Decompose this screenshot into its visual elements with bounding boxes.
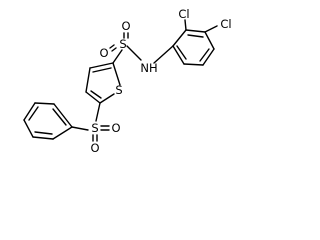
atom-label-sulfone-o-right: O [111, 121, 120, 135]
bond-ring-b-4 [23, 102, 36, 121]
bond-thio-3 [85, 67, 91, 93]
bond-ring-b-1 [52, 126, 73, 140]
atom-label-sulfone-s: S [91, 121, 98, 135]
bond-ring-b-2 [32, 136, 54, 140]
bond-ring-b-5 [34, 102, 55, 105]
bonds [23, 19, 218, 142]
atom-label-cl-ortho: Cl [178, 7, 189, 21]
bond-c-cl-ortho [184, 19, 187, 31]
bond-ring-a-6 [172, 45, 185, 65]
atom-label-sulfone-o-bottom: O [90, 141, 99, 155]
bond-ring-a-2 [185, 29, 206, 33]
bond-thio-sulfone [95, 102, 101, 122]
bond-sulfone-phenyl [71, 126, 89, 131]
bond-ring-a-3 [204, 31, 215, 50]
atom-label-sulfonamide-o-bottom: O [99, 46, 108, 60]
bond-thio-1 [112, 62, 121, 86]
atom-labels: O O S NH S S O O Cl Cl [90, 7, 231, 155]
bond-s-o-bottom-2 [111, 47, 117, 52]
bond-thio-4 [85, 91, 101, 104]
bond-thio-4-inner [90, 90, 102, 99]
bond-ring-a-6-inner [176, 45, 187, 60]
bond-ring-b-4-inner [28, 106, 39, 121]
bond-n-aryl [153, 45, 174, 64]
bond-ring-b-2-inner [34, 131, 53, 135]
bond-ring-b-6-inner [52, 108, 67, 126]
molecule-structure-diagram: O O S NH S S O O Cl Cl [23, 7, 232, 155]
bond-ring-b-3 [23, 119, 34, 138]
atom-label-cl-para: Cl [220, 17, 231, 31]
bond-ring-a-4 [202, 48, 215, 66]
bond-ring-a-1 [172, 29, 187, 47]
bond-ring-b-6 [53, 103, 73, 128]
atom-label-sulfonamide-o-top: O [121, 19, 130, 33]
bond-thio-2 [89, 62, 114, 69]
bond-thio-5 [99, 93, 115, 104]
bond-s-o-bottom-1 [109, 44, 115, 49]
bond-s-n [126, 45, 142, 61]
atom-label-amide-n: NH [140, 61, 157, 75]
bond-c-cl-para [204, 25, 218, 33]
atom-label-thiophene-s: S [115, 83, 122, 97]
bond-thio-2-inner [92, 67, 112, 73]
bond-ring-a-5 [183, 63, 204, 66]
bond-ring-a-4-inner [199, 48, 210, 62]
bond-s-thiophene [112, 49, 123, 64]
atom-label-sulfonamide-s: S [119, 37, 126, 51]
bond-ring-a-2-inner [187, 34, 204, 38]
